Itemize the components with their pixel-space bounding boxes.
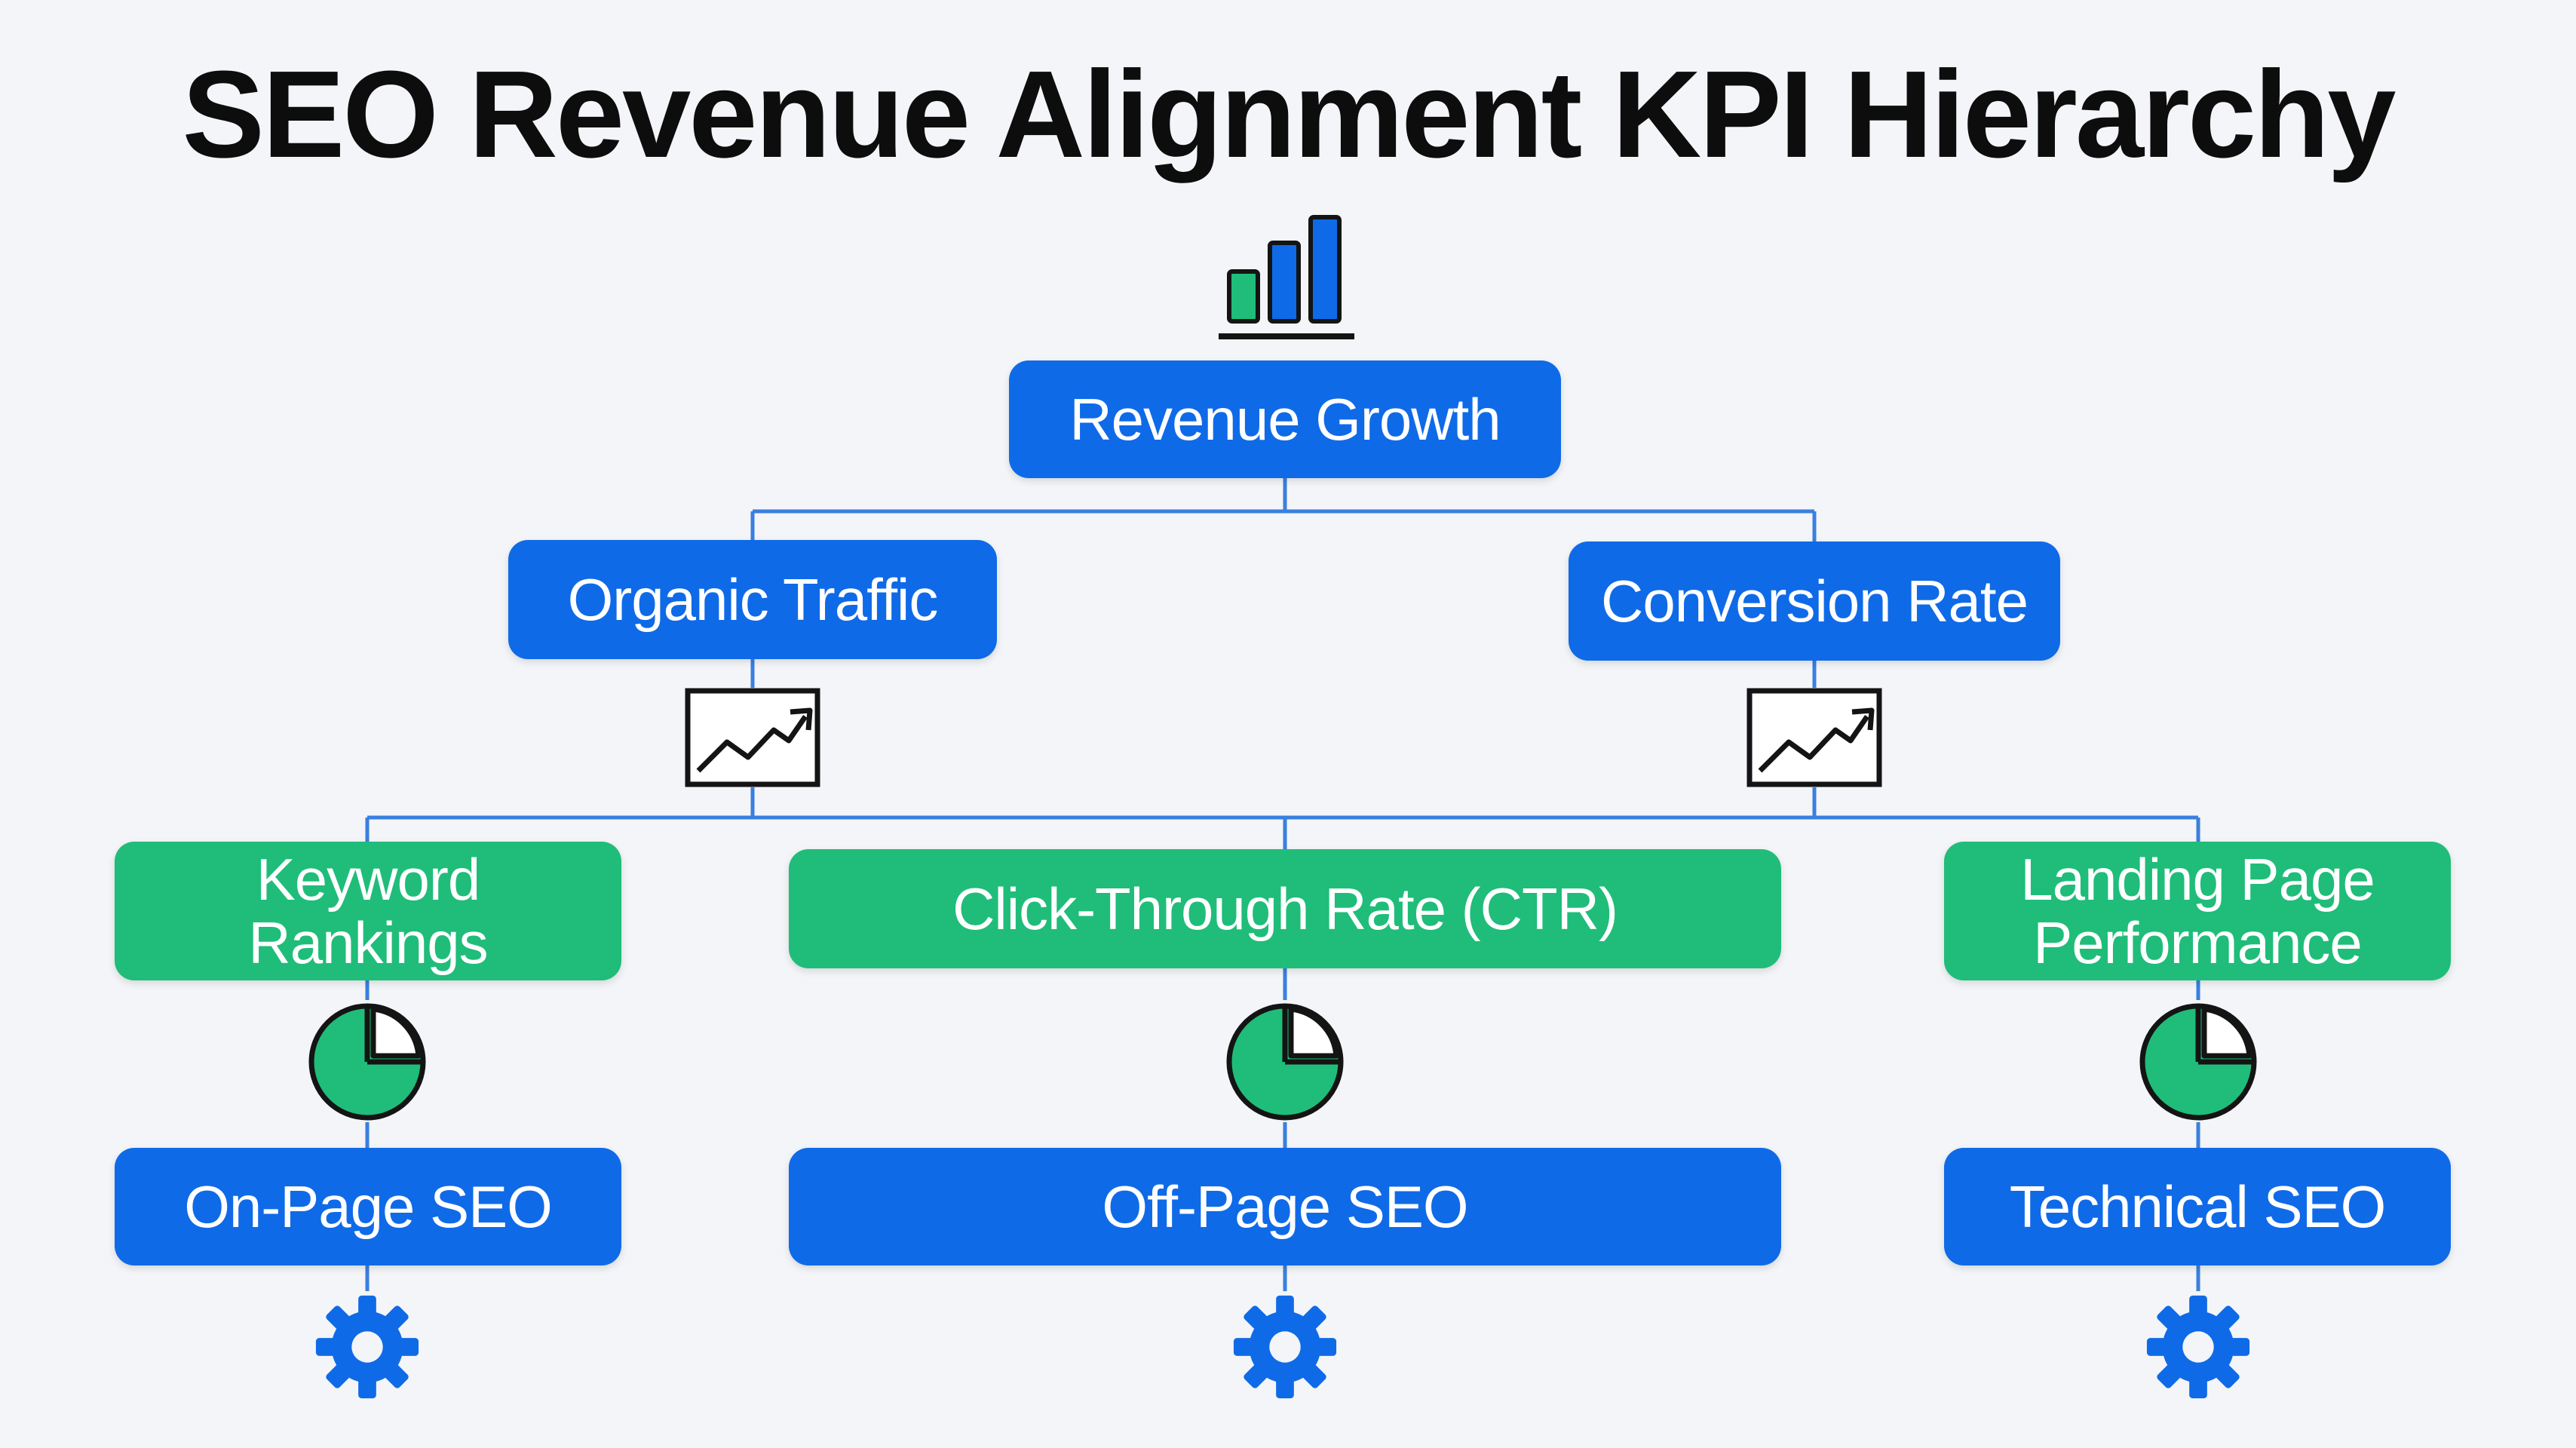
node-conversion-rate: Conversion Rate xyxy=(1569,541,2060,661)
pie-chart-icon xyxy=(308,1003,426,1121)
gear-icon xyxy=(2146,1295,2250,1399)
node-click-through-rate: Click-Through Rate (CTR) xyxy=(789,849,1781,968)
gear-icon xyxy=(1233,1295,1337,1399)
trend-line-chart-icon xyxy=(1746,688,1882,787)
node-landing-page-performance: Landing Page Performance xyxy=(1944,842,2451,980)
node-technical-seo: Technical SEO xyxy=(1944,1148,2451,1265)
node-label: Technical SEO xyxy=(2009,1173,2387,1240)
node-organic-traffic: Organic Traffic xyxy=(508,540,997,659)
node-label: Off-Page SEO xyxy=(1102,1173,1468,1240)
node-label: Revenue Growth xyxy=(1069,385,1501,452)
node-label: Organic Traffic xyxy=(567,566,939,633)
diagram-title: SEO Revenue Alignment KPI Hierarchy xyxy=(182,45,2397,183)
pie-chart-icon xyxy=(1226,1003,1344,1121)
node-label: Conversion Rate xyxy=(1601,567,2029,634)
node-keyword-rankings: Keyword Rankings xyxy=(115,842,621,980)
node-label: On-Page SEO xyxy=(184,1173,553,1240)
node-off-page-seo: Off-Page SEO xyxy=(789,1148,1781,1265)
trend-line-chart-icon xyxy=(685,688,820,787)
node-label: Keyword Rankings xyxy=(248,845,488,976)
gear-icon xyxy=(315,1295,419,1399)
bar-chart-icon xyxy=(1219,215,1354,339)
node-revenue-growth: Revenue Growth xyxy=(1009,360,1561,478)
node-label: Landing Page Performance xyxy=(2020,845,2375,976)
node-label: Click-Through Rate (CTR) xyxy=(952,875,1618,942)
node-on-page-seo: On-Page SEO xyxy=(115,1148,621,1265)
pie-chart-icon xyxy=(2139,1003,2257,1121)
